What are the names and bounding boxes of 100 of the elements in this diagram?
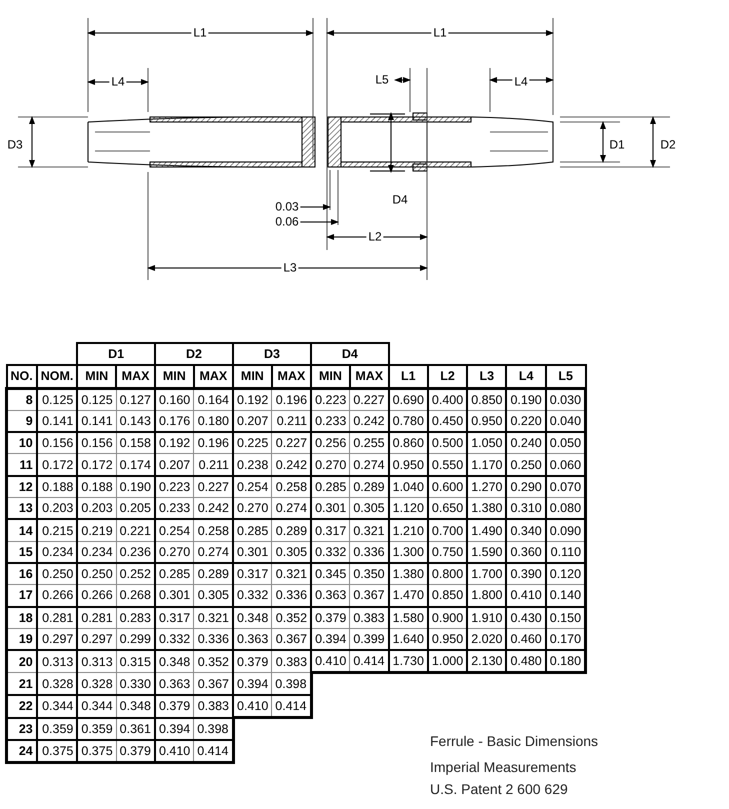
table-cell: 0.430 (506, 606, 546, 628)
table-cell: 0.176 (154, 410, 194, 432)
table-cell: 0.398 (272, 672, 312, 695)
row-number: 13 (6, 498, 37, 520)
table-cell: 0.234 (36, 541, 78, 563)
table-cell: 0.240 (506, 432, 546, 454)
table-cell: 1.170 (467, 454, 506, 476)
table-cell: 0.379 (233, 650, 272, 673)
column-header: NOM. (36, 365, 78, 388)
table-cell: 0.254 (154, 519, 194, 542)
table-cell: 0.359 (36, 718, 78, 740)
table-cell: 0.285 (154, 562, 194, 585)
table-cell: 0.394 (154, 718, 194, 740)
table-cell: 1.210 (388, 519, 428, 542)
table-cell: 0.172 (36, 454, 78, 476)
dimension-label: D1 (607, 138, 627, 152)
row-number: 15 (6, 541, 37, 563)
table-cell: 0.690 (388, 388, 428, 410)
table-cell: 1.120 (388, 498, 428, 520)
table-cell: 0.321 (350, 519, 389, 542)
table-cell: 0.190 (116, 476, 155, 498)
table-cell: 0.367 (350, 584, 389, 607)
table-cell: 0.394 (233, 672, 272, 695)
table-cell: 0.359 (77, 718, 116, 740)
table-cell: 0.332 (233, 584, 272, 607)
table-cell: 0.340 (506, 519, 546, 542)
table-cell: 0.321 (194, 606, 233, 628)
table-cell: 0.030 (546, 388, 586, 410)
column-group-header: D1 (77, 343, 155, 366)
dimension-label: 0.03 (273, 200, 301, 214)
table-cell: 0.348 (233, 606, 272, 628)
table-cell: 0.080 (546, 498, 586, 520)
table-cell: 0.207 (154, 454, 194, 476)
column-header: L2 (428, 365, 468, 388)
table-cell: 0.215 (36, 519, 78, 542)
table-cell: 0.219 (77, 519, 116, 542)
table-cell: 0.336 (350, 541, 389, 563)
table-cell: 0.285 (233, 519, 272, 542)
table-cell: 0.285 (311, 476, 350, 498)
table-cell: 0.379 (116, 740, 155, 763)
table-cell: 0.350 (350, 562, 389, 585)
table-cell: 0.281 (77, 606, 116, 628)
table-cell: 1.910 (467, 606, 506, 628)
table-cell: 0.410 (311, 650, 350, 673)
table-cell: 0.196 (272, 388, 312, 410)
table-cell: 0.174 (116, 454, 155, 476)
table-cell: 0.205 (116, 498, 155, 520)
table-cell: 0.188 (36, 476, 78, 498)
table-cell: 0.170 (546, 628, 586, 650)
table-cell: 0.156 (77, 432, 116, 454)
table-cell: 0.274 (194, 541, 233, 563)
table-cell: 0.236 (116, 541, 155, 563)
column-header: L1 (388, 365, 428, 388)
table-cell: 0.750 (428, 541, 468, 563)
table-cell: 0.211 (194, 454, 233, 476)
table-cell: 1.590 (467, 541, 506, 563)
table-cell: 0.203 (77, 498, 116, 520)
table-cell: 0.160 (154, 388, 194, 410)
row-number: 16 (6, 562, 37, 585)
table-cell: 1.040 (388, 476, 428, 498)
table-cell: 0.414 (272, 694, 312, 718)
table-cell: 0.290 (506, 476, 546, 498)
row-number: 8 (6, 388, 37, 410)
table-cell: 0.305 (194, 584, 233, 607)
table-cell: 0.390 (506, 562, 546, 585)
table-cell: 0.266 (77, 584, 116, 607)
table-cell: 0.450 (428, 410, 468, 432)
table-cell: 0.125 (77, 388, 116, 410)
table-cell: 0.254 (233, 476, 272, 498)
table-cell: 0.180 (546, 650, 586, 673)
table-cell: 0.190 (506, 388, 546, 410)
table-cell: 0.330 (116, 672, 155, 695)
table-cell: 0.321 (272, 562, 312, 585)
table-cell: 0.301 (154, 584, 194, 607)
table-cell: 0.289 (350, 476, 389, 498)
row-number: 17 (6, 584, 37, 607)
row-number: 12 (6, 476, 37, 498)
table-cell: 0.258 (194, 519, 233, 542)
table-cell: 0.328 (36, 672, 78, 695)
column-header: L4 (506, 365, 546, 388)
table-cell: 0.345 (311, 562, 350, 585)
table-cell: 0.348 (154, 650, 194, 673)
dimension-label: 0.06 (273, 216, 301, 228)
table-cell: 0.250 (506, 454, 546, 476)
table-cell: 0.394 (311, 628, 350, 650)
table-cell: 0.410 (154, 740, 194, 763)
dimension-label: D2 (658, 138, 678, 152)
column-group-header: D3 (233, 343, 312, 366)
table-cell: 0.336 (194, 628, 233, 650)
table-cell: 0.250 (36, 562, 78, 585)
table-cell: 0.344 (77, 694, 116, 718)
dimension-label: D3 (5, 138, 25, 152)
table-cell: 0.227 (350, 388, 389, 410)
note-text: U.S. Patent 2 600 629 (430, 781, 568, 797)
table-cell: 0.361 (116, 718, 155, 740)
table-cell: 0.317 (233, 562, 272, 585)
table-cell: 0.070 (546, 476, 586, 498)
table-cell: 0.150 (546, 606, 586, 628)
table-cell: 0.060 (546, 454, 586, 476)
table-cell: 0.850 (428, 584, 468, 607)
